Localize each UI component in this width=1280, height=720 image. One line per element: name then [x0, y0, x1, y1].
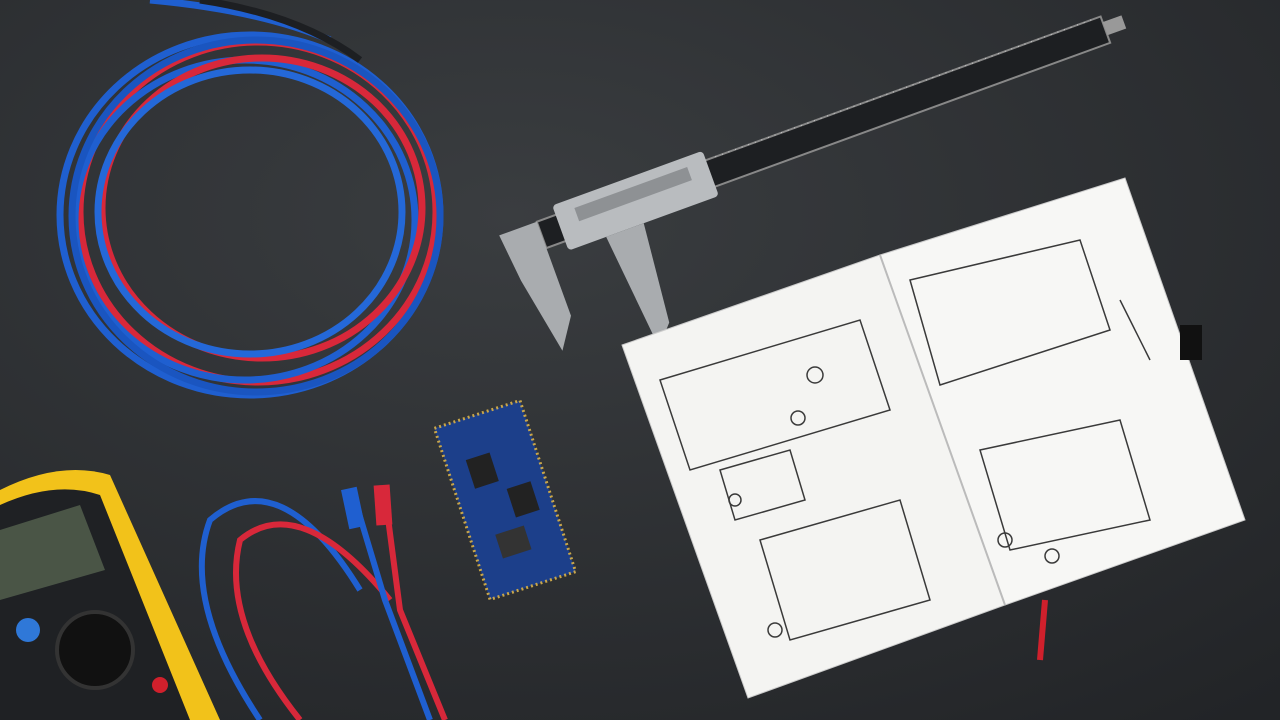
bookmark — [1037, 599, 1048, 661]
multimeter — [0, 470, 220, 720]
circuit-board — [432, 398, 578, 602]
wire-coil — [56, 0, 444, 399]
vernier-caliper — [499, 15, 1127, 351]
notebook — [621, 177, 1246, 699]
circuit-sketches — [659, 239, 1151, 641]
test-leads — [198, 484, 448, 720]
